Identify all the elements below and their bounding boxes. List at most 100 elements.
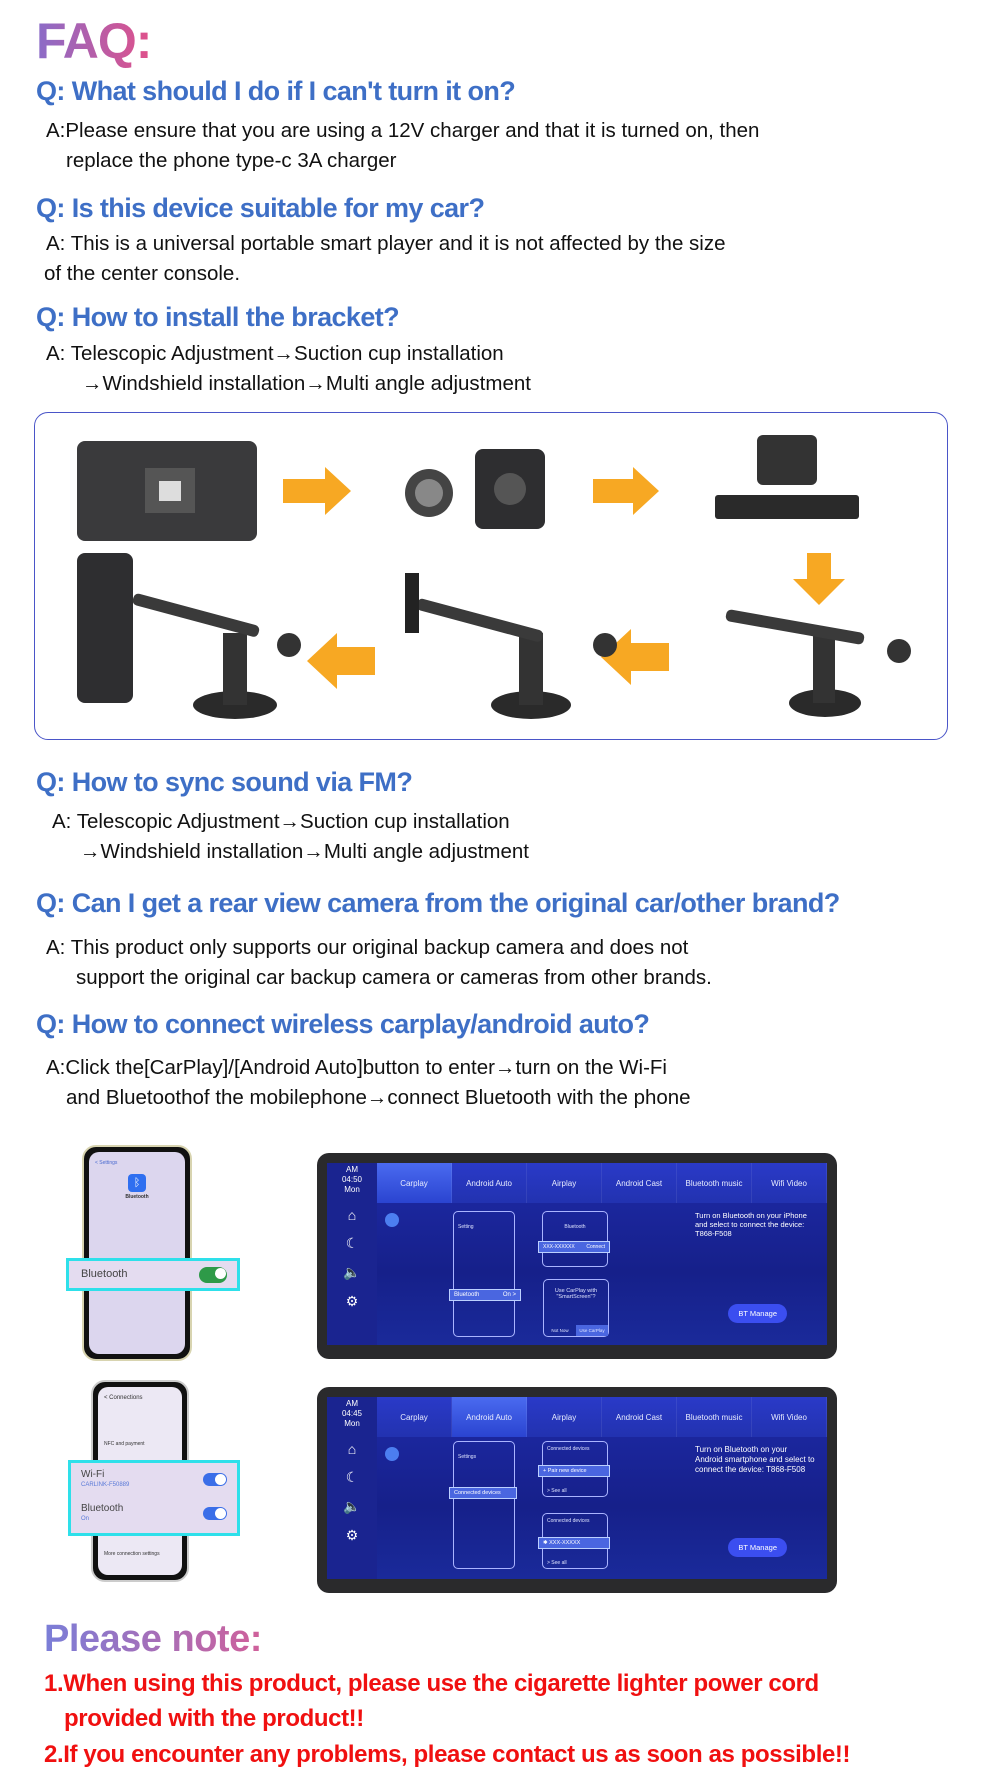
tab-android-cast[interactable]: Android Cast xyxy=(602,1397,677,1437)
iphone-screen: < Settings ᛒ Bluetooth xyxy=(89,1152,185,1354)
pair-new-device-row: + Pair new device xyxy=(538,1465,610,1477)
tab-bluetooth-music[interactable]: Bluetooth music xyxy=(677,1397,752,1437)
instruction-text: Turn on Bluetooth on your Android smartp… xyxy=(695,1445,815,1474)
settings-icon[interactable]: ⚙ xyxy=(345,1293,359,1309)
tab-airplay[interactable]: Airplay xyxy=(527,1163,602,1203)
mode-tabs: Carplay Android Auto Airplay Android Cas… xyxy=(377,1397,827,1437)
tab-airplay[interactable]: Airplay xyxy=(527,1397,602,1437)
bt-manage-button[interactable]: BT Manage xyxy=(728,1304,787,1323)
app-icon[interactable] xyxy=(385,1213,399,1227)
bluetooth-diagram: Bluetooth xyxy=(542,1211,608,1267)
prompt-text: Use CarPlay with "SmartScreen"? xyxy=(554,1288,598,1300)
note-title: Please note: xyxy=(44,1618,262,1660)
wifi-label: Wi-Fi xyxy=(81,1469,105,1480)
settings-icon[interactable]: ⚙ xyxy=(345,1527,359,1543)
answer-3: A: Telescopic Adjustment→Suction cup ins… xyxy=(46,339,531,399)
use-carplay-button[interactable]: Use CarPlay xyxy=(576,1325,608,1336)
more-settings-link: More connection settings xyxy=(104,1551,160,1557)
see-all-link: > See all xyxy=(547,1488,567,1494)
day: Mon xyxy=(344,1419,360,1428)
moon-icon[interactable]: ☾ xyxy=(345,1235,359,1251)
tab-wifi-video[interactable]: Wifi Video xyxy=(752,1397,827,1437)
app-icon[interactable] xyxy=(385,1447,399,1461)
home-icon[interactable]: ⌂ xyxy=(347,1441,357,1457)
tab-carplay[interactable]: Carplay xyxy=(377,1163,452,1203)
tab-carplay[interactable]: Carplay xyxy=(377,1397,452,1437)
bluetooth-toggle[interactable] xyxy=(203,1507,227,1520)
answer-4: A: Telescopic Adjustment→Suction cup ins… xyxy=(52,807,529,867)
tab-bluetooth-music[interactable]: Bluetooth music xyxy=(677,1163,752,1203)
answer-line: A: Telescopic Adjustment→Suction cup ins… xyxy=(52,810,510,833)
volume-icon[interactable]: 🔈 xyxy=(343,1498,361,1514)
mode-tabs: Carplay Android Auto Airplay Android Cas… xyxy=(377,1163,827,1203)
connected-devices-row: Connected devices xyxy=(449,1487,517,1499)
answer-6: A:Click the[CarPlay]/[Android Auto]butto… xyxy=(46,1053,691,1113)
answer-2: A: This is a universal portable smart pl… xyxy=(44,229,726,289)
bt-manage-button[interactable]: BT Manage xyxy=(728,1538,787,1557)
question-2: Q: Is this device suitable for my car? xyxy=(36,193,485,223)
note-item-1: 1.When using this product, please use th… xyxy=(44,1670,819,1697)
nfc-label: NFC and payment xyxy=(104,1441,145,1447)
back-link: < Settings xyxy=(95,1160,118,1166)
bracket-installation-steps xyxy=(34,412,948,740)
installed-device-image xyxy=(77,553,301,719)
screen-title: < Connections xyxy=(104,1395,143,1401)
question-4: Q: How to sync sound via FM? xyxy=(36,767,413,797)
bluetooth-toggle[interactable] xyxy=(199,1267,227,1283)
answer-line: A:Please ensure that you are using a 12V… xyxy=(46,119,760,142)
mount-plate-image xyxy=(475,449,545,529)
bluetooth-label: Bluetooth xyxy=(81,1503,124,1514)
installation-illustration xyxy=(77,435,911,719)
tab-android-auto[interactable]: Android Auto xyxy=(452,1163,527,1203)
bluetooth-icon: ᛒ xyxy=(128,1174,146,1192)
tab-wifi-video[interactable]: Wifi Video xyxy=(752,1163,827,1203)
home-icon[interactable]: ⌂ xyxy=(347,1207,357,1223)
carplay-prompt-diagram: Use CarPlay with "SmartScreen"? Not Now U… xyxy=(543,1279,609,1337)
answer-line: A: Telescopic Adjustment→Suction cup ins… xyxy=(46,342,504,365)
answer-line: →Windshield installation→Multi angle adj… xyxy=(80,840,529,863)
suction-head-image xyxy=(715,435,859,519)
screen-title: Bluetooth xyxy=(125,1194,149,1200)
diagram-title: Connected devices xyxy=(547,1446,590,1452)
connect-label: Connect xyxy=(586,1244,605,1250)
arrow-right-icon xyxy=(283,467,351,515)
diagram-title: Bluetooth xyxy=(564,1224,586,1230)
answer-line: A: This is a universal portable smart pl… xyxy=(46,232,726,255)
bluetooth-label: Bluetooth xyxy=(454,1292,480,1298)
answer-line: and Bluetoothof the mobilephone→connect … xyxy=(66,1086,691,1109)
not-now-button[interactable]: Not Now xyxy=(551,1328,569,1333)
wifi-toggle[interactable] xyxy=(203,1473,227,1486)
wifi-network: CARLINK-F50889 xyxy=(81,1482,130,1488)
volume-icon[interactable]: 🔈 xyxy=(343,1264,361,1280)
answer-1: A:Please ensure that you are using a 12V… xyxy=(46,116,759,176)
arrow-left-icon xyxy=(307,633,375,689)
note-item-1-cont: provided with the product!! xyxy=(64,1705,364,1732)
settings-diagram: Setting xyxy=(453,1211,515,1337)
tab-android-cast[interactable]: Android Cast xyxy=(602,1163,677,1203)
bluetooth-row: Bluetooth On > xyxy=(449,1289,521,1301)
device-back-image xyxy=(77,441,257,541)
question-5: Q: Can I get a rear view camera from the… xyxy=(36,888,840,918)
mount-with-arm-image xyxy=(405,573,617,719)
tab-android-auto[interactable]: Android Auto xyxy=(452,1397,527,1437)
clock: 04:45 xyxy=(341,1409,363,1418)
answer-line: replace the phone type-c 3A charger xyxy=(66,149,397,172)
suction-arm-image xyxy=(725,609,911,717)
arrow-left-icon xyxy=(601,629,669,685)
settings-diagram: Settings xyxy=(453,1441,515,1569)
iphone-image: < Settings ᛒ Bluetooth xyxy=(82,1145,192,1361)
faq-title: FAQ: xyxy=(36,13,152,69)
device-row: XXX-XXXXXX Connect xyxy=(538,1241,610,1253)
diagram-title: Setting xyxy=(458,1224,474,1230)
bluetooth-status: On xyxy=(81,1516,90,1522)
answer-line: A: This product only supports our origin… xyxy=(46,936,689,959)
day: Mon xyxy=(344,1185,360,1194)
note-item-2: 2.If you encounter any problems, please … xyxy=(44,1741,851,1768)
instruction-text: Turn on Bluetooth on your iPhone and sel… xyxy=(695,1211,807,1238)
question-1: Q: What should I do if I can't turn it o… xyxy=(36,76,516,106)
moon-icon[interactable]: ☾ xyxy=(345,1469,359,1485)
